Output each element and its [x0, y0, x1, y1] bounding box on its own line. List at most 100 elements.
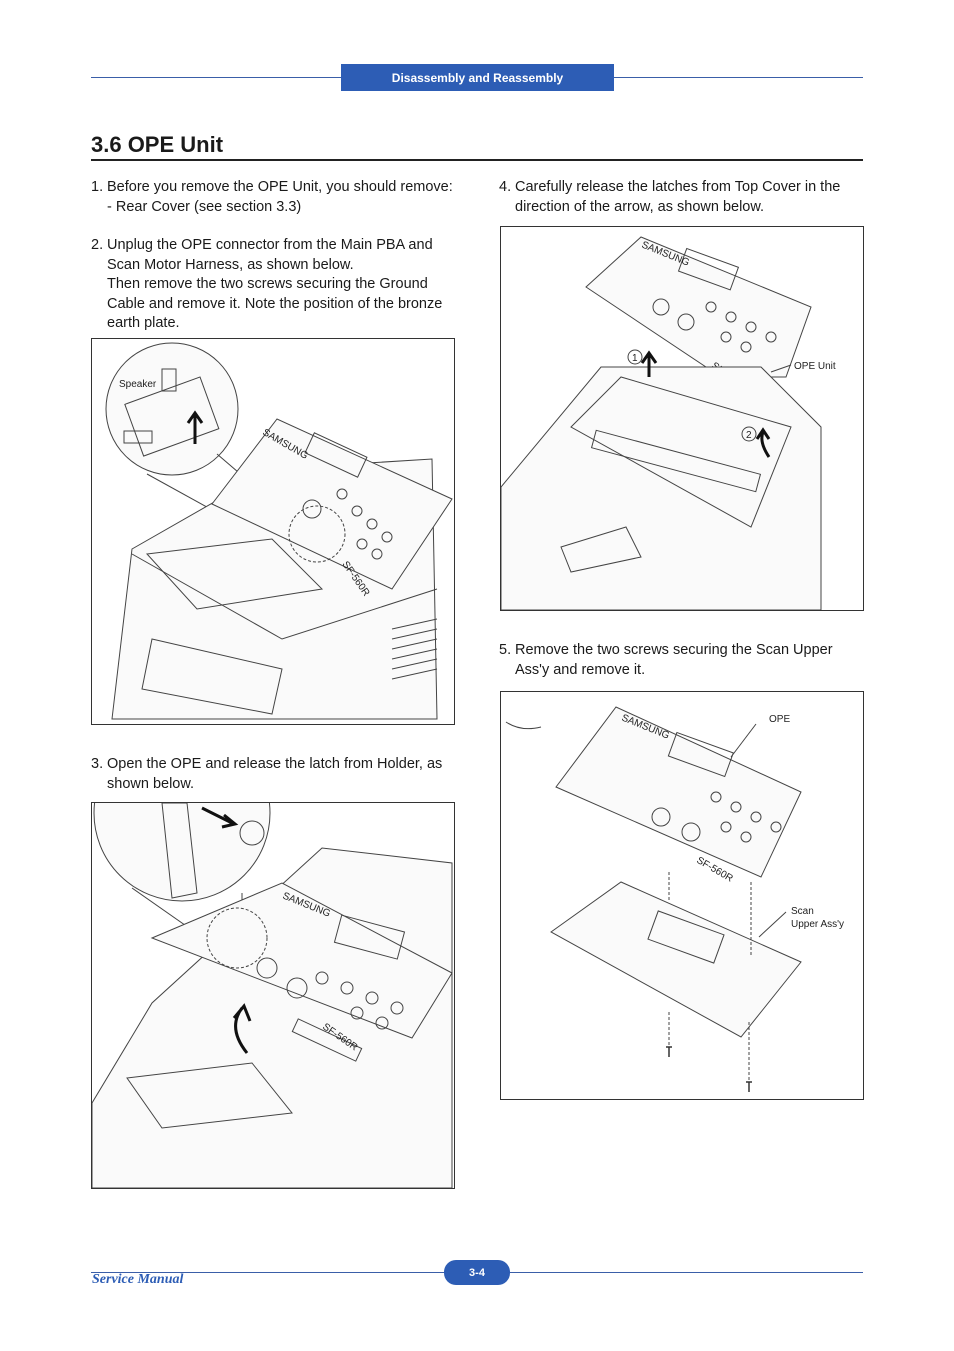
figure-step-2: Speaker SAMSUNG SF-560R — [91, 338, 455, 725]
panel-button — [740, 341, 752, 353]
ope-callout: OPE — [769, 714, 790, 725]
step-number: 3. — [91, 756, 104, 772]
panel-button — [350, 1006, 364, 1020]
step-number: 1. — [91, 179, 104, 195]
figure-step-4: SAMSUNG SF-560R OPE Unit 1 2 — [500, 226, 864, 611]
panel-button — [286, 977, 308, 999]
scan-callout-line1: Scan — [791, 906, 814, 917]
header-rule-left — [91, 77, 341, 78]
step-number: 5. — [499, 642, 512, 658]
panel-button — [371, 548, 383, 560]
ope-unit-callout: OPE Unit — [794, 361, 836, 372]
lcd-window — [304, 432, 368, 478]
panel-button — [705, 301, 717, 313]
speaker-cable — [161, 368, 177, 392]
panel-button — [677, 313, 695, 331]
panel-button — [340, 981, 354, 995]
page-number: 3-4 — [444, 1260, 510, 1285]
panel-button — [356, 538, 368, 550]
marker-1-label: 1 — [632, 353, 638, 364]
scan-upper-assy — [550, 881, 802, 1038]
panel-button — [351, 505, 363, 517]
unplug-arrow — [186, 410, 204, 444]
zoom-target-circle — [206, 907, 268, 969]
step-5: 5. Remove the two screws securing the Sc… — [499, 641, 863, 680]
zoom-detail-circle — [93, 803, 271, 902]
paper-tray — [126, 1062, 293, 1129]
latch-pin — [239, 820, 265, 846]
vent-grille — [391, 618, 438, 680]
paper-tray — [560, 526, 642, 573]
holder-latch — [161, 803, 198, 899]
step-line: earth plate. — [107, 315, 180, 331]
panel-button — [681, 822, 701, 842]
step-marker-1 — [627, 349, 643, 365]
panel-button — [725, 311, 737, 323]
panel-button — [770, 821, 782, 833]
panel-button — [720, 821, 732, 833]
speaker-callout: Speaker — [119, 379, 157, 390]
lcd-window — [333, 914, 406, 960]
ope-panel — [555, 706, 802, 878]
latch-arrow-1 — [640, 350, 658, 377]
service-manual-label: Service Manual — [92, 1272, 184, 1287]
panel-button — [745, 321, 757, 333]
step-2: 2. Unplug the OPE connector from the Mai… — [91, 236, 463, 334]
paper-tray — [145, 538, 324, 610]
panel-button — [366, 518, 378, 530]
step-line: Open the OPE and release the latch from … — [107, 756, 443, 772]
panel-button — [651, 807, 671, 827]
panel-button — [652, 298, 670, 316]
latch-arrow-2 — [755, 427, 771, 458]
panel-button — [315, 971, 329, 985]
step-line: Then remove the two screws securing the … — [107, 276, 428, 292]
panel-button — [365, 991, 379, 1005]
step-line: shown below. — [107, 775, 195, 792]
step-line: Before you remove the OPE Unit, you shou… — [107, 179, 453, 195]
step-number: 4. — [499, 179, 512, 195]
step-line: Carefully release the latches from Top C… — [515, 179, 841, 195]
panel-button — [740, 831, 752, 843]
printer-body — [501, 366, 822, 610]
panel-button — [710, 791, 722, 803]
header-rule-right — [614, 77, 863, 78]
page-title: 3.6 OPE Unit — [91, 132, 224, 157]
ope-cable — [505, 721, 542, 730]
lower-tray — [141, 638, 283, 715]
release-arrow — [201, 806, 239, 829]
screw — [746, 1081, 752, 1092]
step-1: 1. Before you remove the OPE Unit, you s… — [91, 178, 463, 217]
step-line: Scan Motor Harness, as shown below. — [107, 256, 354, 273]
open-arrow — [232, 1003, 252, 1054]
step-3: 3. Open the OPE and release the latch fr… — [91, 755, 463, 794]
panel-button — [720, 331, 732, 343]
ope-panel — [150, 882, 453, 1039]
panel-button — [750, 811, 762, 823]
panel-button — [256, 957, 278, 979]
zoom-target-circle — [288, 505, 346, 563]
step-marker-2 — [741, 426, 757, 442]
panel-button — [381, 531, 393, 543]
step-line: Cable and remove it. Note the position o… — [107, 295, 443, 312]
step-4: 4. Carefully release the latches from To… — [499, 178, 863, 217]
ope-panel — [211, 418, 453, 590]
step-line: - Rear Cover (see section 3.3) — [107, 198, 302, 215]
step-line: Ass'y and remove it. — [515, 661, 646, 678]
panel-button — [765, 331, 777, 343]
footer-rule-left — [91, 1272, 444, 1273]
panel-button — [336, 488, 348, 500]
scan-roller — [590, 429, 762, 493]
scan-roller — [291, 1018, 363, 1062]
step-number: 2. — [91, 237, 104, 253]
lcd-window — [667, 731, 734, 778]
screw — [666, 1046, 672, 1057]
step-line: direction of the arrow, as shown below. — [515, 198, 765, 215]
step-line: Unplug the OPE connector from the Main P… — [107, 237, 433, 253]
scan-mechanism — [647, 910, 725, 964]
panel-button — [390, 1001, 404, 1015]
panel-button — [302, 499, 322, 519]
figure-step-5: SAMSUNG SF-560R OPE Scan Upper Ass'y — [500, 691, 864, 1100]
footer-rule-right — [510, 1272, 863, 1273]
scan-callout-line2: Upper Ass'y — [791, 919, 844, 930]
marker-2-label: 2 — [746, 430, 752, 441]
